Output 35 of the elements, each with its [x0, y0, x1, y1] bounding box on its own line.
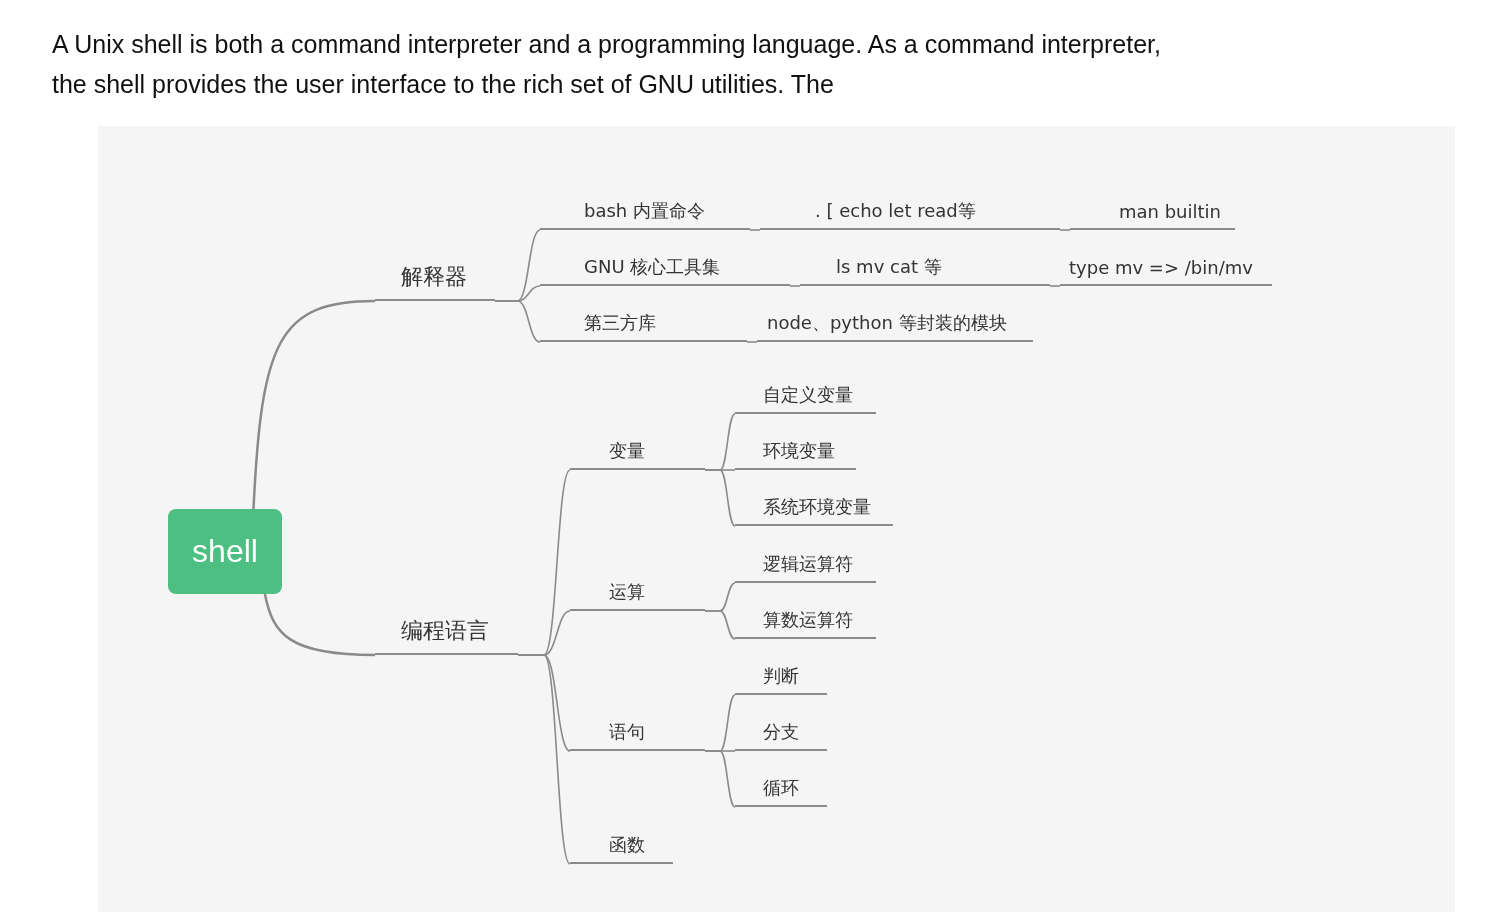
topic-label: 自定义变量: [763, 383, 853, 407]
topic-label: bash 内置命令: [584, 199, 705, 223]
branch-line: [749, 229, 761, 231]
topic-label: 解释器: [401, 263, 467, 291]
root-topic-box: [168, 509, 282, 594]
topic-label: 语句: [609, 720, 645, 744]
topic-label: 分支: [763, 720, 799, 744]
topic-label: 系统环境变量: [763, 495, 871, 519]
branch-line: [252, 299, 376, 510]
topic-label: ls mv cat 等: [836, 255, 942, 279]
branch-line: [746, 341, 758, 343]
topic-label: 运算: [609, 580, 645, 604]
topic-label: 判断: [763, 664, 799, 688]
topic-label: 逻辑运算符: [763, 552, 853, 576]
intro-paragraph: A Unix shell is both a command interpreter and a programming language. As a command interpreter, the shell provides the user interface to the rich set of GNU utilities. The: [52, 29, 1162, 100]
branch-line: [1049, 285, 1061, 287]
topic-label: shell: [192, 533, 258, 570]
topic-label: 变量: [609, 439, 645, 463]
topic-label: 编程语言: [401, 617, 489, 645]
topic-label: type mv => /bin/mv: [1069, 256, 1253, 278]
topic-label: man builtin: [1119, 200, 1221, 222]
branch-line: [517, 654, 571, 865]
topic-label: . [ echo let read等: [815, 199, 976, 223]
branch-line: [1059, 229, 1071, 231]
topic-label: node、python 等封装的模块: [767, 311, 1007, 335]
topic-label: 第三方库: [584, 311, 656, 335]
branch-line: [263, 593, 376, 657]
branch-line: [789, 285, 801, 287]
topic-label: 循环: [763, 776, 799, 800]
topic-label: GNU 核心工具集: [584, 255, 721, 279]
branch-line: [704, 610, 736, 640]
topic-label: 函数: [609, 833, 645, 857]
topic-label: 算数运算符: [763, 608, 853, 632]
branch-line: [494, 300, 541, 343]
topic-label: 环境变量: [763, 439, 835, 463]
